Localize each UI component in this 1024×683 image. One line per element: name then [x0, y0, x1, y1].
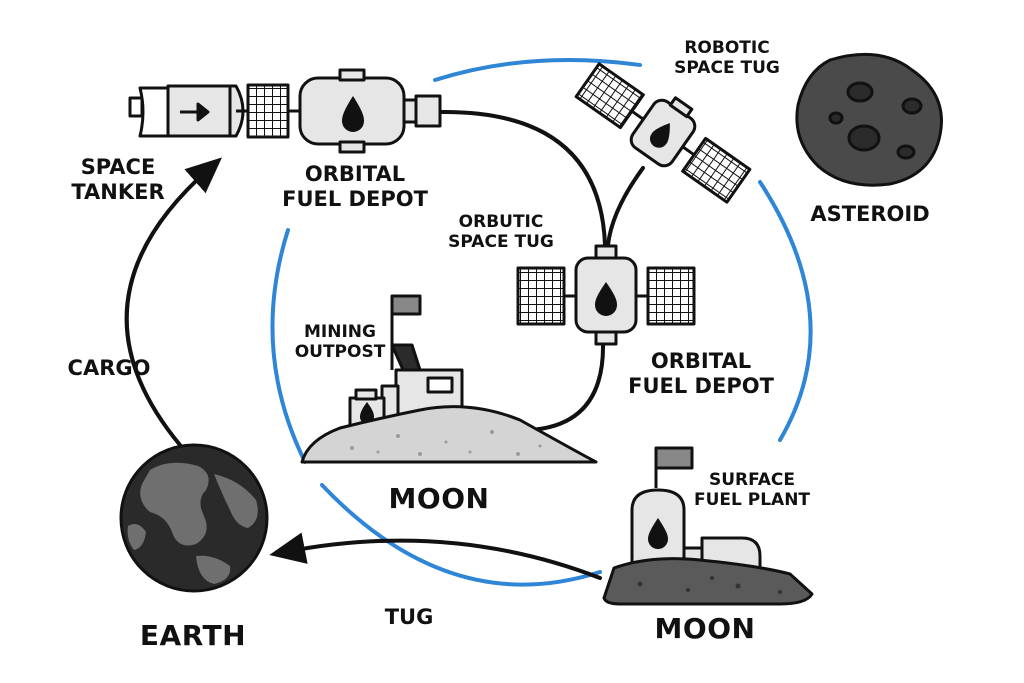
orbital-fuel-depot-mid-icon — [516, 244, 696, 346]
outer-orbit-right-arc — [758, 180, 813, 442]
moon-right-terrain — [602, 557, 814, 606]
orbutic-space-tug-label: ORBUTIC SPACE TUG — [448, 212, 554, 253]
transfer-lines — [124, 109, 645, 580]
robotic-space-tug-icon — [574, 62, 752, 204]
orbital-fuel-depot-mid-label: ORBITAL FUEL DEPOT — [628, 349, 774, 398]
asteroid-icon — [795, 52, 943, 187]
space-tanker-icon — [128, 83, 290, 139]
orbital-fuel-depot-top-label: ORBITAL FUEL DEPOT — [282, 162, 428, 211]
moon-left-label: MOON — [388, 482, 490, 515]
depot-to-mid-depot-line — [438, 109, 607, 247]
cargo-label: CARGO — [67, 356, 151, 380]
tug-label: TUG — [384, 605, 434, 629]
mining-outpost-label: MINING OUTPOST — [294, 322, 386, 363]
robotic-space-tug-label: ROBOTIC SPACE TUG — [674, 38, 780, 79]
surface-fuel-plant-icon — [602, 446, 814, 606]
outer-orbit-bottom-arc — [320, 483, 602, 587]
cargo-arrow — [124, 157, 223, 447]
surface-fuel-plant-label: SURFACE FUEL PLANT — [693, 470, 811, 511]
flag-icon — [654, 446, 694, 470]
fuel-depot-top-icon — [288, 68, 442, 154]
conveyor-chute — [390, 343, 422, 374]
earth-label: EARTH — [139, 619, 247, 652]
inner-orbit-left-arc — [270, 228, 307, 464]
moon-left-terrain — [300, 405, 598, 464]
asteroid-label: ASTEROID — [810, 202, 930, 226]
mining-outpost-icon — [300, 294, 598, 464]
fuel-drop-icon — [342, 96, 364, 132]
orbit-paths — [270, 58, 813, 587]
tug-arrow — [269, 532, 602, 580]
space-tanker-label: SPACE TANKER — [71, 155, 165, 204]
robotic-tug-to-mid-depot-line — [606, 166, 645, 247]
flag-icon — [390, 294, 422, 316]
moon-right-label: MOON — [654, 612, 756, 645]
earth-icon — [119, 443, 269, 593]
mid-depot-to-outpost-line — [528, 340, 606, 432]
outer-orbit-top-arc — [433, 58, 642, 82]
